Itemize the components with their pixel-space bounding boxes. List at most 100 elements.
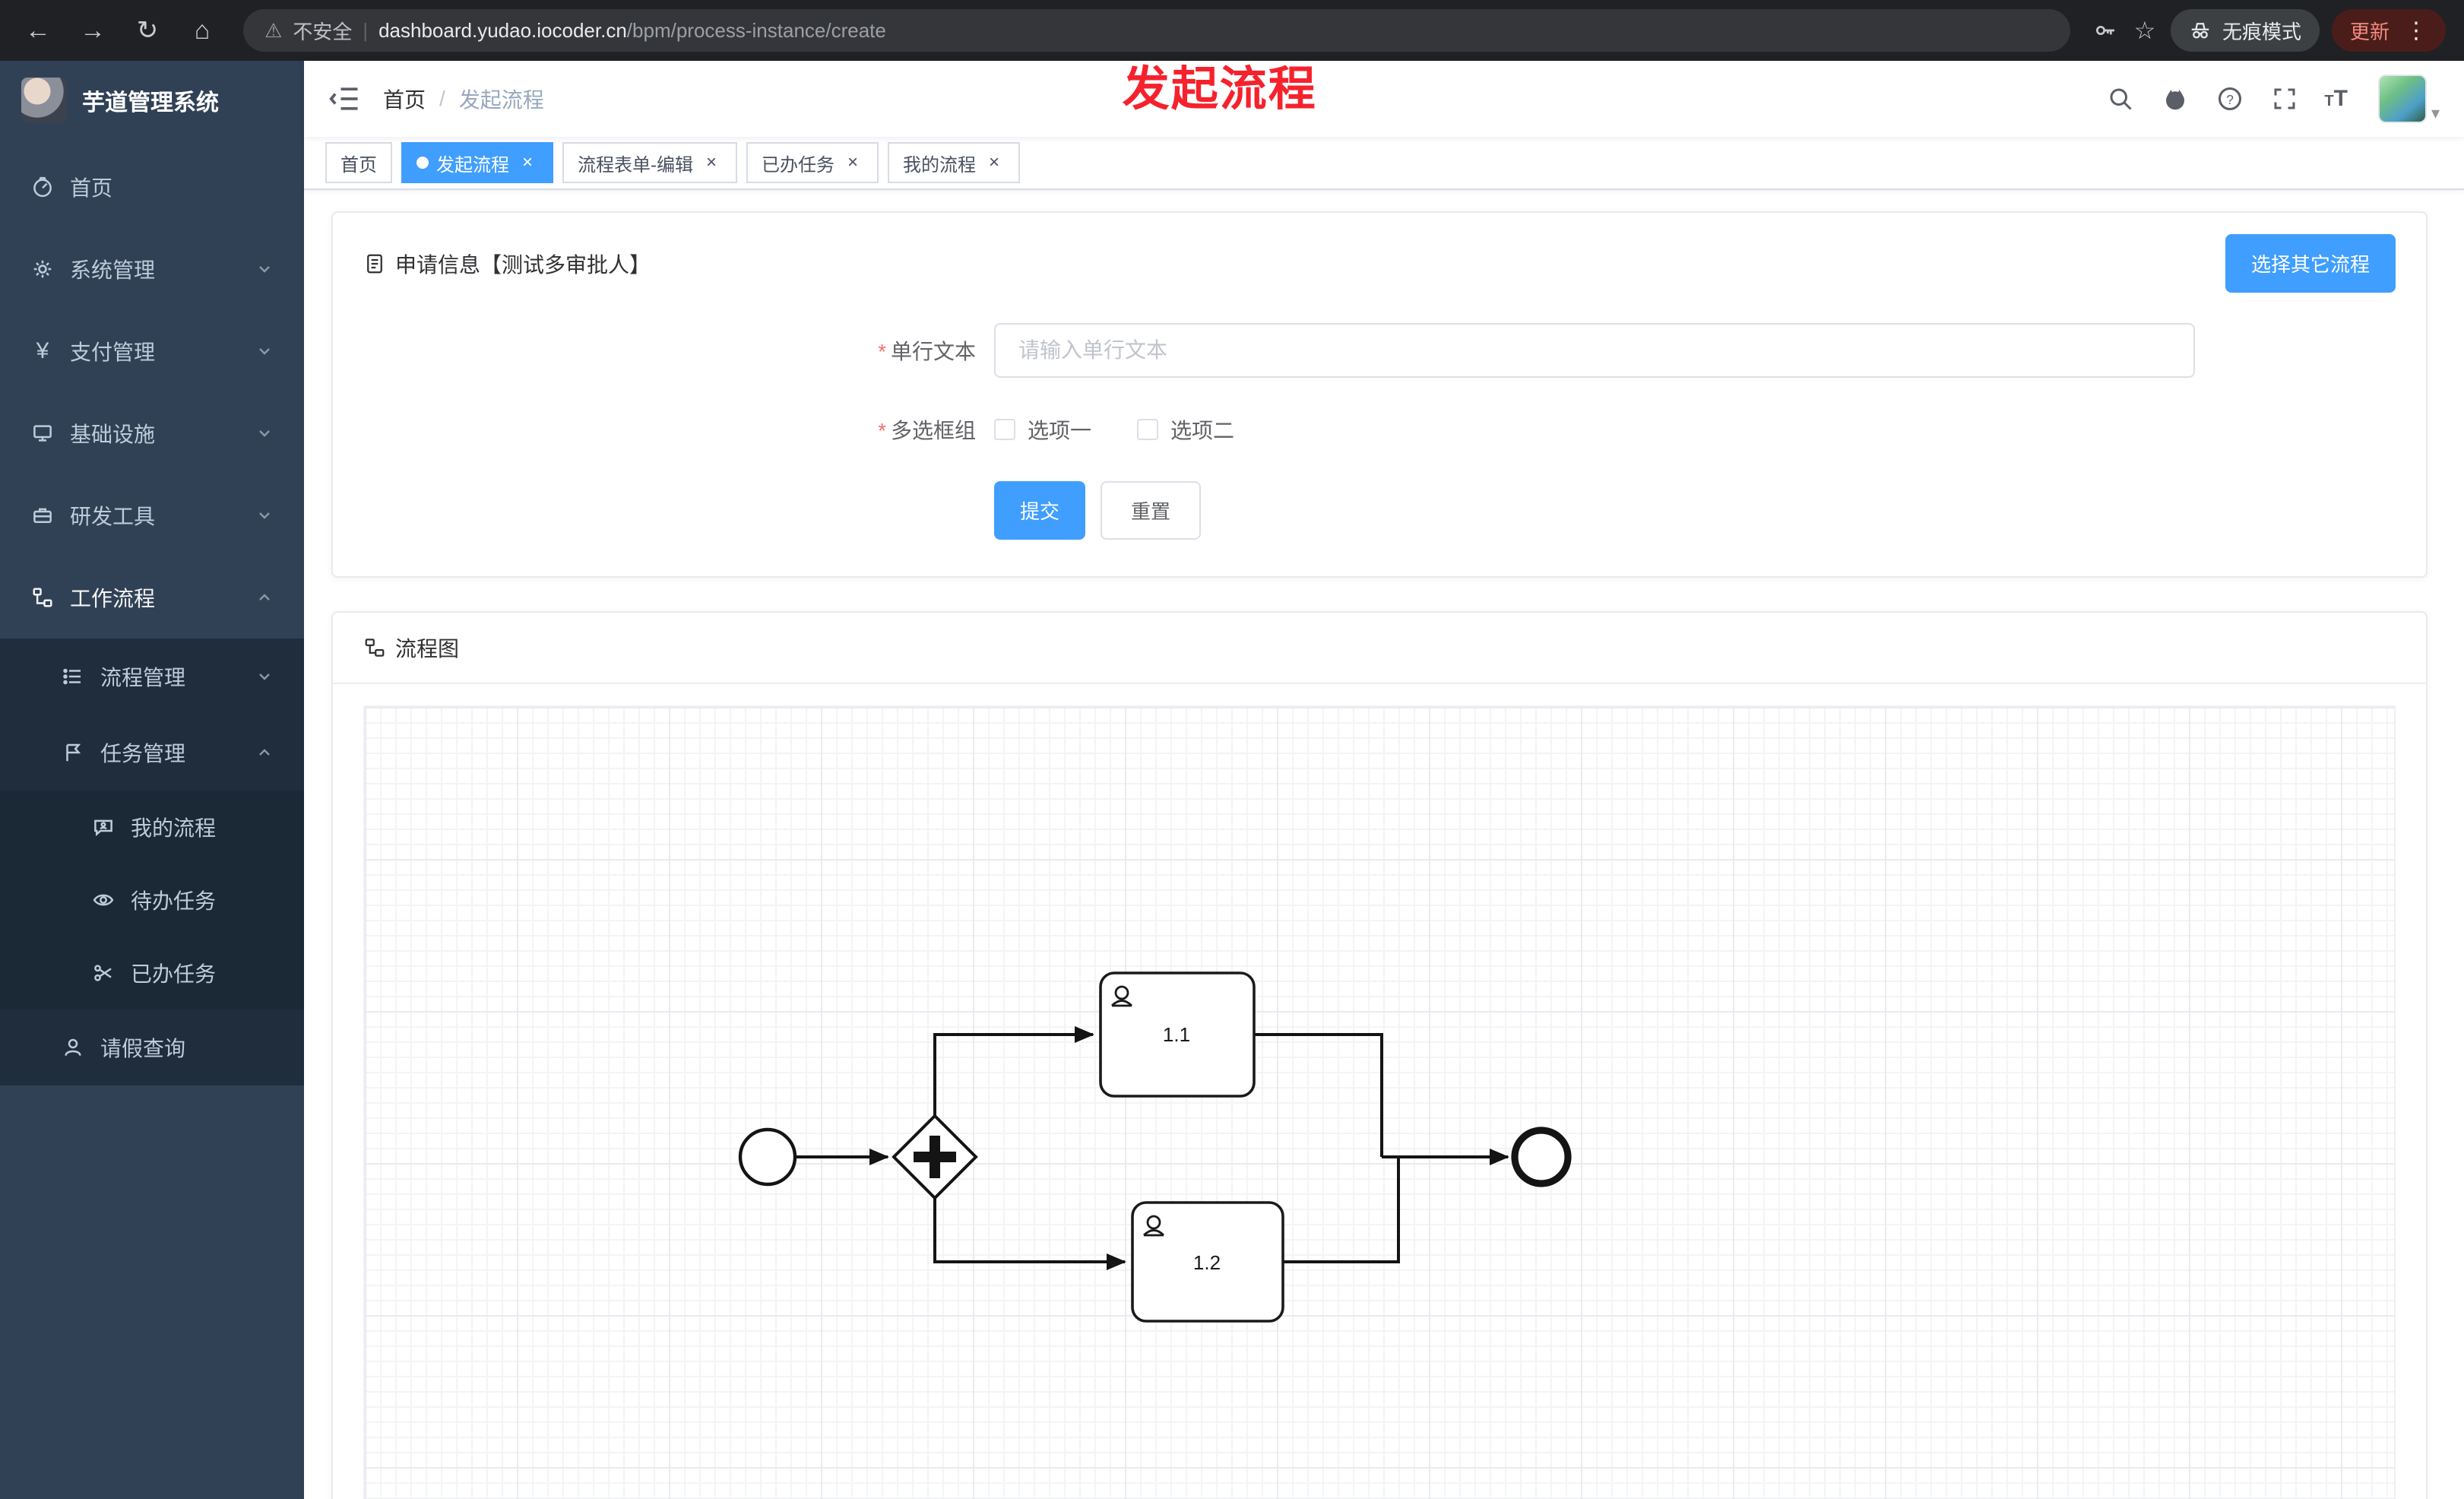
url-separator: | [363, 18, 369, 42]
browser-home-button[interactable]: ⌂ [194, 15, 211, 45]
parallel-gateway-node[interactable] [892, 1114, 978, 1200]
close-icon[interactable]: × [521, 152, 533, 173]
apply-card-title: 申请信息【测试多审批人】 [363, 249, 651, 279]
github-icon[interactable] [2160, 84, 2190, 114]
sidebar-item-todo-tasks[interactable]: 待办任务 [0, 864, 304, 936]
incognito-label: 无痕模式 [2222, 20, 2301, 43]
checkbox-icon[interactable] [1137, 419, 1159, 440]
sidebar-item-leave-query[interactable]: 请假查询 [0, 1009, 304, 1085]
address-bar[interactable]: ⚠ 不安全 | dashboard.yudao.iocoder.cn/bpm/p… [243, 9, 2070, 52]
checkbox-group-label: *多选框组 [878, 419, 976, 442]
flow-gateway-to-task2 [933, 1198, 1126, 1270]
reset-button[interactable]: 重置 [1101, 481, 1202, 540]
browser-forward-button[interactable]: → [80, 15, 106, 45]
chevron-down-icon [255, 342, 274, 360]
breadcrumb: 首页 / 发起流程 [383, 84, 544, 114]
top-navbar: 首页 / 发起流程 ? TT ▾ [304, 61, 2464, 137]
sidebar-item-done-tasks[interactable]: 已办任务 [0, 936, 304, 1009]
checkbox-group: 选项一 选项二 [994, 414, 1234, 445]
process-diagram-card: 流程图 [331, 611, 2428, 1499]
password-key-icon[interactable] [2092, 17, 2119, 44]
apply-info-card: 申请信息【测试多审批人】 选择其它流程 *单行文本 *多选框组 [331, 211, 2428, 578]
close-icon[interactable]: × [705, 152, 717, 173]
sequence-flows [795, 1026, 1509, 1270]
tab-label: 我的流程 [903, 154, 976, 176]
app-logo[interactable]: 芋道管理系统 [0, 61, 304, 140]
chevron-down-icon [255, 260, 274, 278]
incognito-badge: 无痕模式 [2170, 9, 2320, 52]
sidebar-item-payment[interactable]: ¥ 支付管理 [0, 310, 304, 392]
checkbox-option-1[interactable]: 选项一 [994, 414, 1091, 445]
sidebar-item-system[interactable]: 系统管理 [0, 228, 304, 310]
search-icon[interactable] [2105, 84, 2136, 114]
sidebar-item-dev-tools[interactable]: 研发工具 [0, 474, 304, 556]
sidebar-item-workflow[interactable]: 工作流程 [0, 556, 304, 639]
yen-icon: ¥ [36, 338, 49, 363]
person-icon [61, 1035, 85, 1060]
update-label: 更新 [2349, 20, 2390, 43]
sidebar-item-label: 首页 [70, 176, 113, 200]
sidebar-item-label: 我的流程 [131, 816, 217, 840]
tab-start-process[interactable]: 发起流程 × [401, 142, 553, 183]
submit-button[interactable]: 提交 [994, 481, 1086, 540]
end-event-node[interactable] [1511, 1127, 1572, 1187]
sidebar-item-my-process[interactable]: 我的流程 [0, 791, 304, 864]
close-icon[interactable]: × [847, 152, 858, 173]
sidebar-item-task-management[interactable]: 任务管理 [0, 715, 304, 791]
tab-process-form-edit[interactable]: 流程表单-编辑 × [562, 142, 737, 183]
close-icon[interactable]: × [988, 152, 999, 173]
incognito-icon [2191, 23, 2209, 39]
single-line-text-input[interactable] [994, 323, 2195, 378]
avatar[interactable] [2377, 74, 2427, 123]
user-task-icon [1143, 1215, 1164, 1237]
user-menu[interactable]: ▾ [2377, 74, 2440, 123]
browser-menu-kebab-icon[interactable]: ⋮ [2405, 17, 2428, 43]
breadcrumb-home[interactable]: 首页 [383, 88, 426, 112]
sidebar-item-label: 已办任务 [131, 962, 217, 986]
required-marker: * [878, 340, 886, 363]
monitor-icon [30, 421, 55, 445]
breadcrumb-current: 发起流程 [458, 88, 544, 112]
tab-done-tasks[interactable]: 已办任务 × [746, 142, 879, 183]
dashboard-icon [30, 175, 55, 199]
start-event-node[interactable] [738, 1127, 797, 1187]
sidebar: 芋道管理系统 首页 系统管理 ¥ 支付管理 [0, 61, 304, 1499]
bpmn-canvas[interactable]: 1.1 1.2 [363, 705, 2396, 1499]
chevron-up-icon [255, 743, 274, 762]
sidebar-item-process-management[interactable]: 流程管理 [0, 639, 304, 715]
checkbox-label: 选项二 [1170, 419, 1235, 442]
eye-icon [91, 888, 116, 912]
sidebar-item-infrastructure[interactable]: 基础设施 [0, 392, 304, 474]
document-icon [367, 254, 382, 273]
diagram-card-title: 流程图 [363, 632, 459, 663]
gear-icon [30, 257, 55, 281]
sidebar-item-home[interactable]: 首页 [0, 146, 304, 228]
fullscreen-icon[interactable] [2269, 84, 2300, 114]
tags-view-bar: 首页 发起流程 × 流程表单-编辑 × 已办任务 × 我的流程 × [304, 137, 2464, 190]
flag-icon [61, 740, 85, 765]
sidebar-collapse-icon[interactable] [328, 82, 362, 116]
chevron-down-icon [255, 667, 274, 686]
browser-back-button[interactable]: ← [25, 15, 51, 45]
checkbox-option-2[interactable]: 选项二 [1137, 414, 1234, 445]
flowchart-icon [365, 639, 385, 657]
checkbox-icon[interactable] [994, 419, 1015, 440]
caret-down-icon: ▾ [2431, 103, 2440, 122]
tab-label: 已办任务 [762, 154, 835, 176]
tab-label: 首页 [340, 154, 377, 176]
browser-refresh-button[interactable]: ↻ [136, 16, 159, 45]
browser-update-button[interactable]: 更新 ⋮ [2331, 9, 2446, 52]
font-size-icon[interactable]: TT [2324, 86, 2348, 111]
tab-home[interactable]: 首页 [325, 142, 392, 183]
flow-task1-to-merge [1254, 1033, 1383, 1157]
logo-image [21, 78, 67, 123]
user-task-1-1-node[interactable]: 1.1 [1099, 971, 1256, 1098]
sidebar-item-label: 请假查询 [100, 1037, 186, 1060]
help-question-icon[interactable]: ? [2215, 84, 2245, 114]
active-tab-dot [416, 157, 429, 169]
tab-my-process[interactable]: 我的流程 × [888, 142, 1020, 183]
sidebar-menu: 首页 系统管理 ¥ 支付管理 基础设施 [0, 140, 304, 1085]
user-task-1-2-node[interactable]: 1.2 [1131, 1201, 1284, 1323]
bookmark-star-icon[interactable]: ☆ [2133, 17, 2156, 44]
select-other-process-button[interactable]: 选择其它流程 [2225, 234, 2396, 293]
